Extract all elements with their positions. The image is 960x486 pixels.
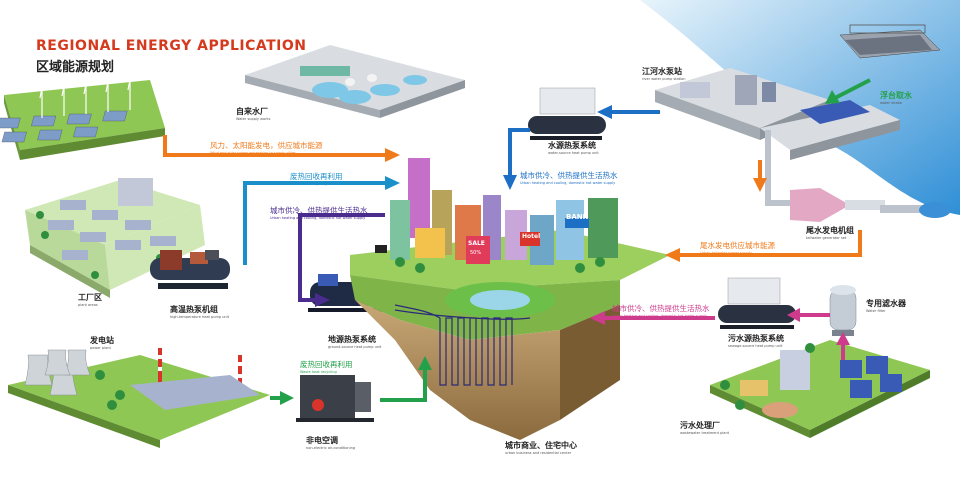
industrial-zone [25, 178, 205, 298]
water-source-heat-pump-unit [528, 87, 606, 140]
sign-bank: BANK [566, 213, 589, 221]
sewage-source-heat-pump-unit [718, 277, 796, 329]
non-electric-ac-unit [296, 375, 374, 422]
arrow-city-heat-1 [298, 213, 385, 302]
title-en: REGIONAL ENERGY APPLICATION [36, 38, 307, 54]
arrow-tailwater-power [680, 230, 862, 257]
floating-intake [839, 24, 941, 59]
sign-hotel: Hotel [522, 233, 541, 240]
high-temp-heat-pump-unit [150, 250, 230, 289]
flow-arrows [163, 78, 871, 405]
water-plant [245, 45, 465, 118]
sewage-plant [710, 340, 930, 438]
wind-solar-farm [0, 71, 165, 160]
sign-sale: SALE [468, 240, 485, 247]
power-station [8, 348, 270, 448]
title-zh: 区域能源规划 [36, 60, 115, 75]
arrow-city-heat-2 [508, 128, 530, 175]
tailwater-generator-set [765, 130, 951, 222]
arrow-waste-heat-1 [243, 181, 385, 265]
arrow-intake [834, 78, 871, 100]
arrow-wind-solar [163, 135, 385, 157]
water-filter [829, 285, 857, 336]
sign-sale-percent: 50% [470, 250, 482, 256]
city-center-block [350, 158, 670, 440]
river-pump-station [655, 68, 900, 160]
arrow-nonelec-to-city [380, 370, 427, 402]
